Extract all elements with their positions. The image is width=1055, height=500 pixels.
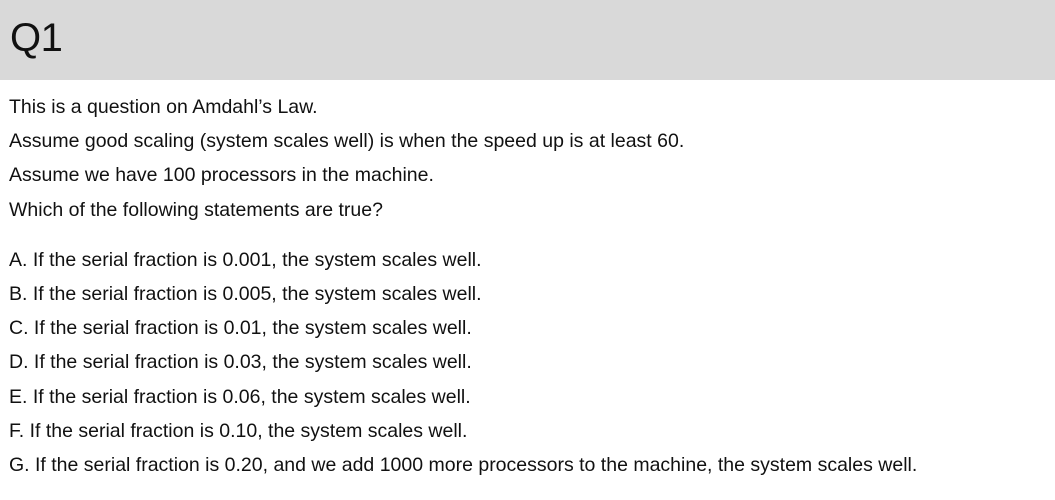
prompt-line: Assume we have 100 processors in the mac… <box>9 164 434 187</box>
option-c: C. If the serial fraction is 0.01, the s… <box>9 317 472 340</box>
option-g: G. If the serial fraction is 0.20, and w… <box>9 453 918 476</box>
option-e: E. If the serial fraction is 0.06, the s… <box>9 385 471 408</box>
prompt-line: Assume good scaling (system scales well)… <box>9 130 685 153</box>
question-body: This is a question on Amdahl’s Law. Assu… <box>0 90 1055 482</box>
option-a: A. If the serial fraction is 0.001, the … <box>9 248 482 271</box>
prompt-line: Which of the following statements are tr… <box>9 198 383 221</box>
question-prompt: This is a question on Amdahl’s Law. Assu… <box>9 90 1055 227</box>
option-d: D. If the serial fraction is 0.03, the s… <box>9 351 472 374</box>
option-f: F. If the serial fraction is 0.10, the s… <box>9 419 468 442</box>
option-b: B. If the serial fraction is 0.005, the … <box>9 282 482 305</box>
answer-options: A. If the serial fraction is 0.001, the … <box>9 243 1055 482</box>
question-title: Q1 <box>10 16 63 60</box>
title-bar: Q1 <box>0 0 1055 80</box>
prompt-line: This is a question on Amdahl’s Law. <box>9 96 318 118</box>
